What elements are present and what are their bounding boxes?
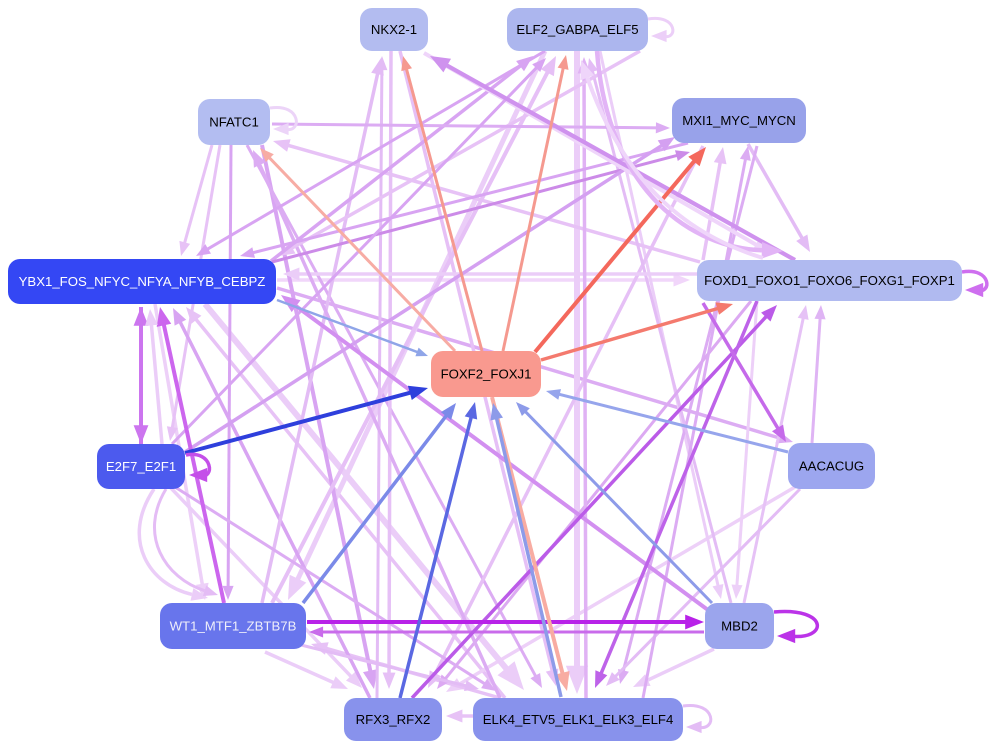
svg-text:E2F7_E2F1: E2F7_E2F1 (106, 459, 176, 474)
svg-text:YBX1_FOS_NFYC_NFYA_NFYB_CEBPZ: YBX1_FOS_NFYC_NFYA_NFYB_CEBPZ (19, 274, 266, 289)
svg-text:NFATC1: NFATC1 (209, 115, 259, 130)
svg-text:FOXF2_FOXJ1: FOXF2_FOXJ1 (441, 367, 532, 382)
svg-text:RFX3_RFX2: RFX3_RFX2 (356, 712, 431, 727)
svg-text:ELF2_GABPA_ELF5: ELF2_GABPA_ELF5 (516, 22, 638, 37)
svg-text:AACACUG: AACACUG (799, 459, 864, 474)
svg-text:NKX2-1: NKX2-1 (371, 22, 417, 37)
svg-text:WT1_MTF1_ZBTB7B: WT1_MTF1_ZBTB7B (170, 619, 297, 634)
svg-text:ELK4_ETV5_ELK1_ELK3_ELF4: ELK4_ETV5_ELK1_ELK3_ELF4 (483, 712, 674, 727)
svg-text:MBD2: MBD2 (721, 619, 758, 634)
svg-text:FOXD1_FOXO1_FOXO6_FOXG1_FOXP1: FOXD1_FOXO1_FOXO6_FOXG1_FOXP1 (704, 273, 955, 288)
svg-text:MXI1_MYC_MYCN: MXI1_MYC_MYCN (682, 113, 796, 128)
